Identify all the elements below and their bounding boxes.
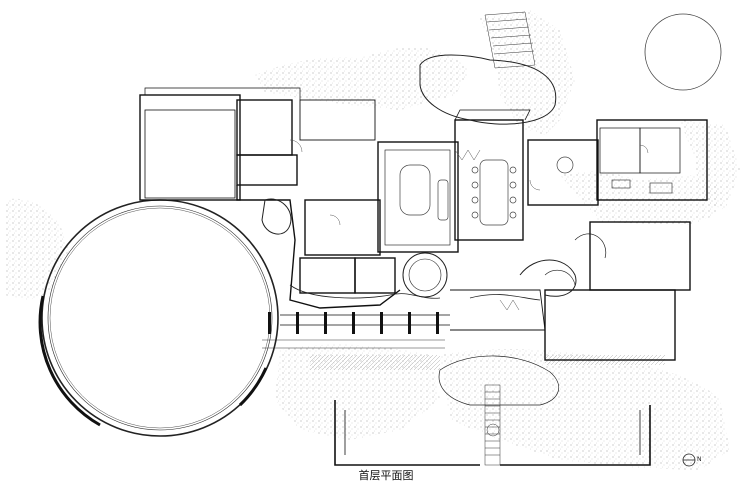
north-label: N xyxy=(697,456,702,463)
north-stair xyxy=(484,11,536,69)
colonnade-columns xyxy=(268,312,439,334)
building-walls xyxy=(139,87,708,466)
south-stair xyxy=(484,384,501,466)
site-circle xyxy=(644,13,722,91)
door-swings xyxy=(289,139,649,311)
north-arrow-icon xyxy=(682,453,696,467)
drawing-title: 首层平面图 xyxy=(358,469,414,482)
curved-forms xyxy=(261,54,607,406)
terrace-walls xyxy=(38,295,268,427)
furniture xyxy=(399,156,673,226)
colonnade-beam xyxy=(262,339,445,349)
